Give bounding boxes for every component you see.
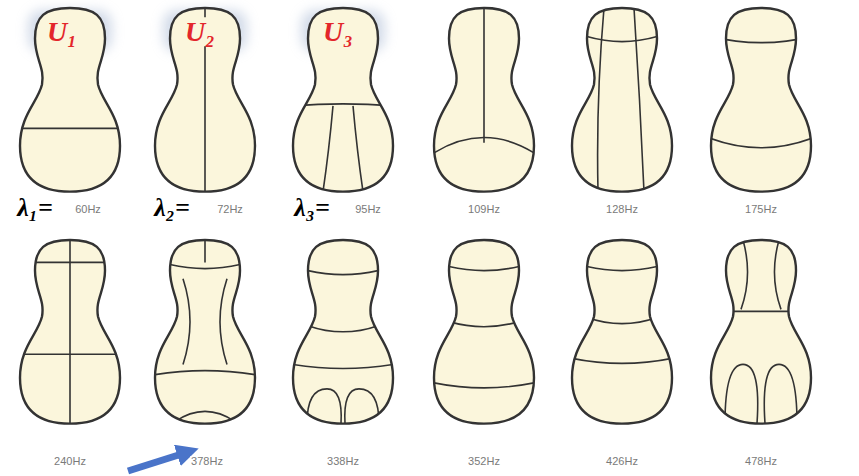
- nodal-line: [483, 8, 485, 143]
- nodal-line: [634, 8, 644, 192]
- frequency-label: 378Hz: [190, 456, 224, 468]
- guitar-body: [572, 8, 672, 192]
- nodal-line: [353, 106, 363, 192]
- guitar-body: [20, 240, 120, 424]
- guitar-body: [155, 8, 255, 192]
- nodal-line: [764, 364, 797, 423]
- guitar-body: [20, 8, 120, 192]
- guitar-body: [293, 240, 393, 424]
- nodal-line: [587, 37, 657, 42]
- nodal-line: [587, 318, 657, 324]
- nodal-line: [69, 240, 71, 424]
- frequency-label: 426Hz: [605, 456, 639, 468]
- nodal-line: [449, 267, 519, 271]
- nodal-line: [345, 389, 379, 424]
- nodal-line: [293, 364, 393, 368]
- nodal-line: [449, 322, 519, 327]
- guitar-body: [434, 8, 534, 192]
- eigenvalue-symbol: λ₂=: [154, 194, 189, 221]
- nodal-line: [204, 240, 206, 262]
- nodal-line: [774, 240, 781, 309]
- nodal-line: [20, 128, 120, 130]
- guitar-body: [572, 240, 672, 424]
- nodal-line: [155, 371, 255, 375]
- guitar-body: [155, 240, 255, 424]
- frequency-label: 478Hz: [744, 456, 778, 468]
- nodal-line: [308, 271, 378, 275]
- mode-symbol: U₁: [45, 17, 79, 46]
- frequency-label: 109Hz: [467, 204, 501, 216]
- frequency-label: 240Hz: [53, 456, 87, 468]
- nodal-line: [741, 240, 748, 309]
- frequency-label: 95Hz: [354, 204, 382, 216]
- frequency-label: 352Hz: [467, 456, 501, 468]
- nodal-line: [572, 358, 672, 363]
- nodal-line: [308, 326, 378, 332]
- guitar-body: [293, 8, 393, 192]
- mode-symbol: U₃: [321, 17, 355, 46]
- frequency-label: 175Hz: [744, 204, 778, 216]
- pointer-arrow: [128, 452, 188, 471]
- nodal-line: [726, 311, 796, 313]
- guitar-body: [711, 240, 811, 424]
- guitar-body: [711, 8, 811, 192]
- nodal-line: [183, 279, 190, 365]
- nodal-line: [220, 279, 227, 365]
- nodal-line: [170, 264, 240, 268]
- nodal-line: [725, 364, 758, 423]
- eigenvalue-symbol: λ₁=: [17, 194, 52, 221]
- frequency-label: 338Hz: [326, 456, 360, 468]
- guitar-body: [434, 240, 534, 424]
- nodal-line: [434, 138, 534, 153]
- nodal-line: [20, 353, 120, 355]
- nodal-line: [307, 389, 341, 424]
- nodal-line: [434, 383, 534, 388]
- eigenvalue-symbol: λ₃=: [294, 194, 329, 221]
- nodal-line: [711, 139, 811, 148]
- nodal-line: [587, 267, 657, 271]
- nodal-line: [293, 104, 393, 106]
- frequency-label: 60Hz: [74, 204, 102, 216]
- frequency-label: 128Hz: [605, 204, 639, 216]
- mode-symbol: U₂: [183, 17, 217, 46]
- nodal-line: [323, 106, 333, 192]
- nodal-line: [598, 8, 604, 192]
- nodal-line: [35, 262, 105, 264]
- frequency-label: 72Hz: [216, 204, 244, 216]
